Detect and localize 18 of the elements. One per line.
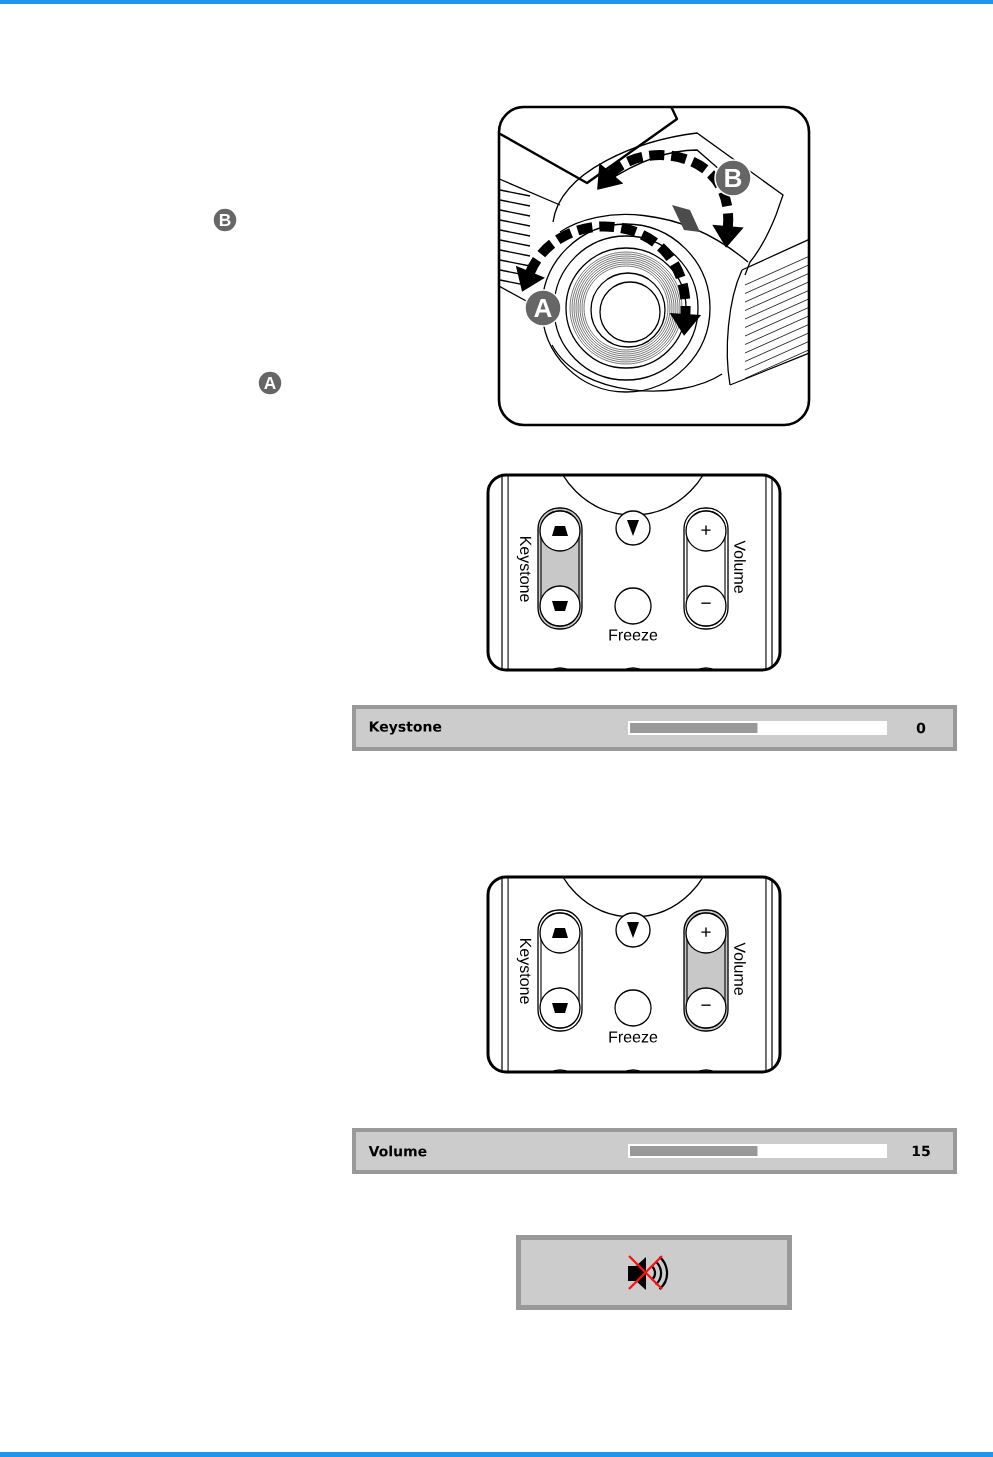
callout-badge: A [257, 370, 283, 396]
setting-name: Keystone [369, 721, 442, 735]
remote-label: Keystone [516, 939, 532, 1004]
remote-button: + [685, 510, 727, 552]
callout-badge: B [714, 159, 752, 197]
button-label: Freeze [609, 1031, 658, 1043]
button-label: Freeze [609, 629, 658, 641]
remote-label: Volume [734, 540, 746, 593]
callout-badge: A [524, 289, 562, 327]
remote-label: Keystone [516, 536, 532, 602]
remote-button: − [685, 987, 727, 1029]
setting-value: 0 [916, 722, 926, 734]
remote-button: + [685, 912, 727, 954]
callout-badge: B [212, 207, 238, 233]
setting-name: Volume [368, 1145, 427, 1157]
remote-label: Volume [734, 942, 746, 995]
remote-button: − [685, 585, 727, 627]
setting-value: 15 [912, 1145, 930, 1157]
